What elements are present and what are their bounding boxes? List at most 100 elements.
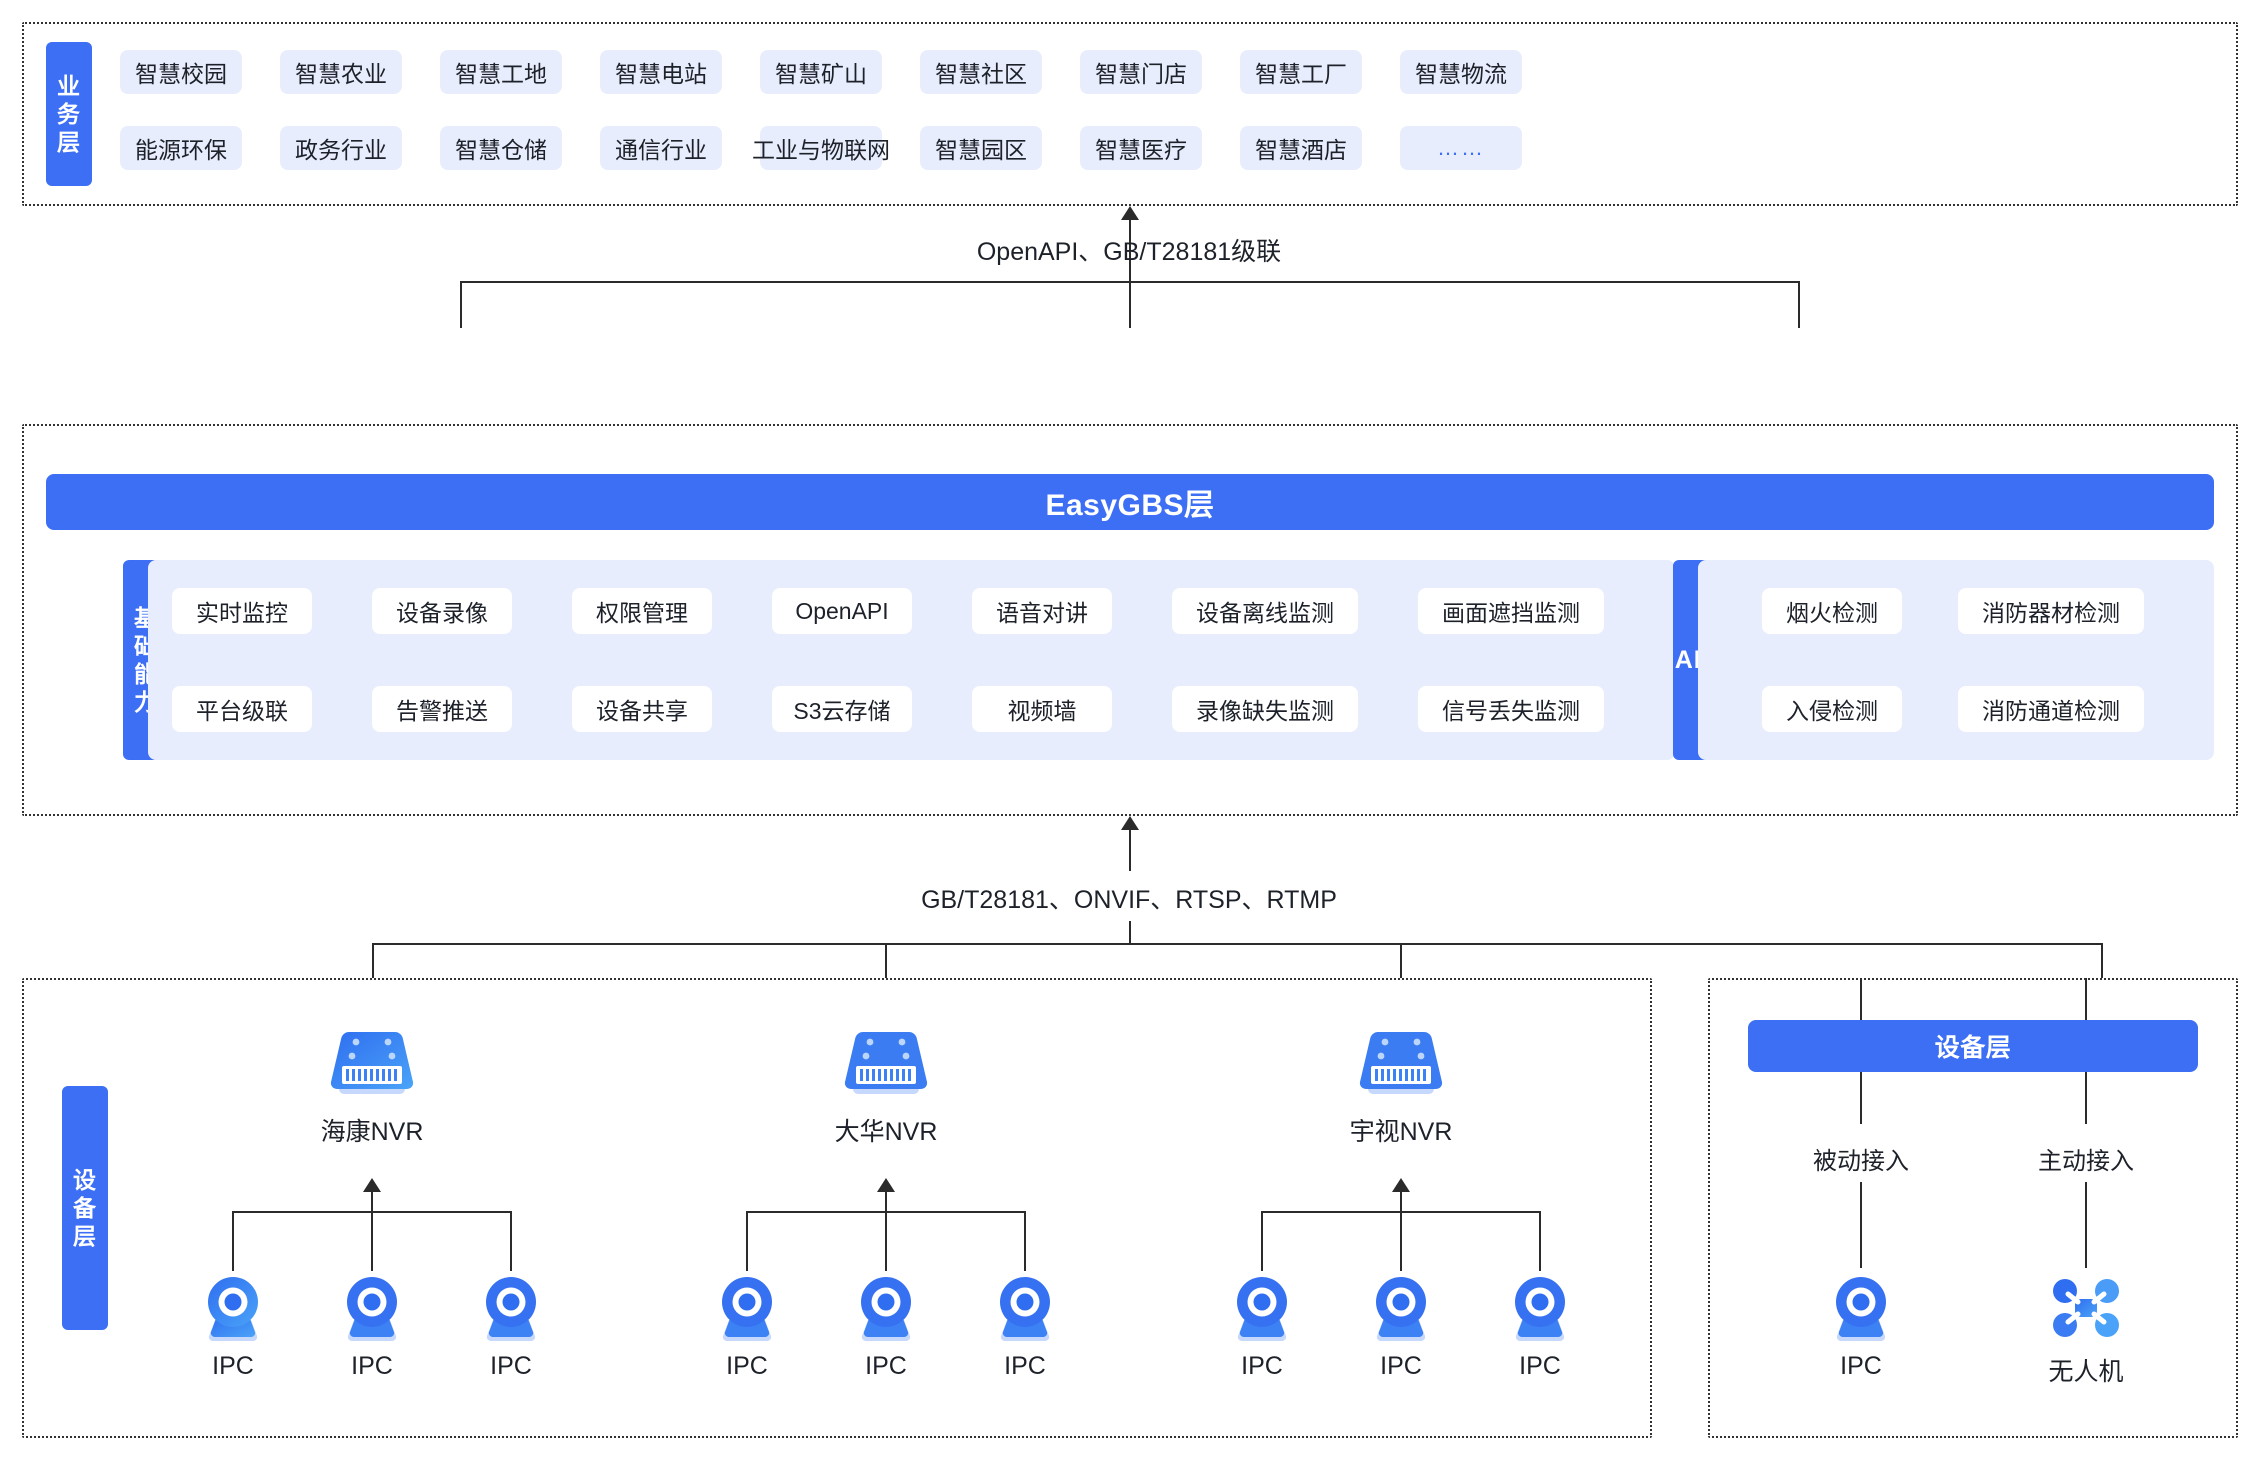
nvr-group-arrow: [1392, 1178, 1410, 1192]
capability-chip[interactable]: 权限管理: [572, 588, 712, 634]
right-branch-passive-bottom: [1860, 1182, 1862, 1268]
ai-chip-label: 消防器材检测: [1982, 600, 2120, 626]
device-layer-left-label-text: 设备层: [73, 1166, 97, 1250]
ipc-branch: [1261, 1211, 1263, 1271]
capability-chip[interactable]: 信号丢失监测: [1418, 686, 1604, 732]
ipc-branch: [1539, 1211, 1541, 1271]
business-chip-label: 智慧医疗: [1095, 137, 1187, 163]
business-chip-label: 工业与物联网: [752, 137, 890, 163]
capability-chip[interactable]: 设备离线监测: [1172, 588, 1358, 634]
business-chip[interactable]: 智慧酒店: [1240, 126, 1362, 170]
nvr-label: 大华NVR: [834, 1118, 938, 1146]
business-chip-label: 智慧矿山: [775, 61, 867, 87]
capability-chip-label: 视频墙: [1007, 698, 1077, 724]
ipc-camera-icon: [1230, 1274, 1294, 1342]
ipc-camera-icon: [479, 1274, 543, 1342]
business-chip[interactable]: 智慧农业: [280, 50, 402, 94]
nvr-label: 宇视NVR: [1349, 1118, 1453, 1146]
business-chip-label: ……: [1437, 135, 1485, 160]
business-chip-label: 智慧门店: [1095, 61, 1187, 87]
connector-bottom-label: GB/T28181、ONVIF、RTSP、RTMP: [921, 886, 1337, 914]
connector-bottom-stem-lower: [1129, 921, 1131, 945]
business-chip[interactable]: 智慧工地: [440, 50, 562, 94]
business-chip[interactable]: 智慧社区: [920, 50, 1042, 94]
connector-bottom-arrow: [1121, 816, 1139, 830]
connector-bottom-stem-upper: [1129, 829, 1131, 871]
business-chip[interactable]: 智慧医疗: [1080, 126, 1202, 170]
ipc-label: IPC: [1519, 1352, 1561, 1380]
nvr-group-arrow: [363, 1178, 381, 1192]
business-chip-more[interactable]: ……: [1400, 126, 1522, 170]
right-branch-active-top: [2085, 978, 2087, 1020]
nvr-group-arrow: [877, 1178, 895, 1192]
capability-chip[interactable]: 告警推送: [372, 686, 512, 732]
business-chip-label: 智慧园区: [935, 137, 1027, 163]
business-chip[interactable]: 能源环保: [120, 126, 242, 170]
business-chip-label: 智慧物流: [1415, 61, 1507, 87]
ipc-label: IPC: [490, 1352, 532, 1380]
capability-chip[interactable]: S3云存储: [772, 686, 912, 732]
capability-chip-label: 语音对讲: [996, 600, 1088, 626]
business-chip[interactable]: 智慧校园: [120, 50, 242, 94]
ipc-label: IPC: [351, 1352, 393, 1380]
capability-chip[interactable]: 设备共享: [572, 686, 712, 732]
business-chip[interactable]: 通信行业: [600, 126, 722, 170]
connector-top-branch-right: [1798, 281, 1800, 328]
easygbs-layer-title: EasyGBS层: [1045, 489, 1215, 522]
business-chip[interactable]: 智慧工厂: [1240, 50, 1362, 94]
business-chip[interactable]: 工业与物联网: [752, 126, 890, 170]
ai-chip[interactable]: 烟火检测: [1762, 588, 1902, 634]
capability-chip-label: 设备离线监测: [1196, 600, 1334, 626]
ipc-camera-icon: [993, 1274, 1057, 1342]
ipc-label: IPC: [865, 1352, 907, 1380]
ipc-label: IPC: [1241, 1352, 1283, 1380]
easygbs-layer-bar: EasyGBS层: [46, 474, 2214, 530]
capability-chip-label: S3云存储: [793, 698, 891, 724]
access-mode-label: 被动接入: [1813, 1148, 1909, 1175]
ipc-camera-icon: [1508, 1274, 1572, 1342]
ipc-camera-icon: [854, 1274, 918, 1342]
ai-chip[interactable]: 消防器材检测: [1958, 588, 2144, 634]
ai-chip[interactable]: 入侵检测: [1762, 686, 1902, 732]
ai-chip[interactable]: 消防通道检测: [1958, 686, 2144, 732]
right-branch-active-mid: [2085, 1072, 2087, 1124]
business-chip-label: 智慧社区: [935, 61, 1027, 87]
capability-chip-label: 画面遮挡监测: [1442, 600, 1580, 626]
business-layer-label-text: 业务层: [57, 72, 81, 156]
business-chip[interactable]: 智慧矿山: [760, 50, 882, 94]
business-chip[interactable]: 智慧电站: [600, 50, 722, 94]
ipc-camera-icon: [201, 1274, 265, 1342]
nvr-icon: [325, 1028, 419, 1098]
capability-chip-label: 平台级联: [196, 698, 288, 724]
capability-chip[interactable]: 语音对讲: [972, 588, 1112, 634]
connector-top-branch-left: [460, 281, 462, 328]
capability-chip[interactable]: 实时监控: [172, 588, 312, 634]
nvr-label: 海康NVR: [320, 1118, 424, 1146]
capability-chip[interactable]: 录像缺失监测: [1172, 686, 1358, 732]
business-chip[interactable]: 智慧园区: [920, 126, 1042, 170]
business-chip[interactable]: 智慧门店: [1080, 50, 1202, 94]
capability-chip[interactable]: 画面遮挡监测: [1418, 588, 1604, 634]
connector-top-stem: [1129, 219, 1131, 281]
capability-chip-label: 信号丢失监测: [1442, 698, 1580, 724]
capability-chip[interactable]: 设备录像: [372, 588, 512, 634]
business-chip[interactable]: 智慧物流: [1400, 50, 1522, 94]
capability-chip-label: 实时监控: [196, 600, 288, 626]
business-chip[interactable]: 智慧仓储: [440, 126, 562, 170]
capability-chip[interactable]: 视频墙: [972, 686, 1112, 732]
capability-chip[interactable]: OpenAPI: [772, 588, 912, 634]
ipc-label: IPC: [1004, 1352, 1046, 1380]
capability-chip-label: 录像缺失监测: [1196, 698, 1334, 724]
ipc-camera-icon: [340, 1274, 404, 1342]
capability-chip[interactable]: 平台级联: [172, 686, 312, 732]
ipc-camera-icon: [1829, 1274, 1893, 1342]
ipc-branch: [371, 1211, 373, 1271]
ipc-label: IPC: [212, 1352, 254, 1380]
ipc-camera-icon: [715, 1274, 779, 1342]
business-chip-label: 智慧工厂: [1255, 61, 1347, 87]
business-chip[interactable]: 政务行业: [280, 126, 402, 170]
ai-chip-label: 消防通道检测: [1982, 698, 2120, 724]
ai-chip-label: 入侵检测: [1786, 698, 1878, 724]
capability-chip-label: OpenAPI: [795, 597, 889, 624]
